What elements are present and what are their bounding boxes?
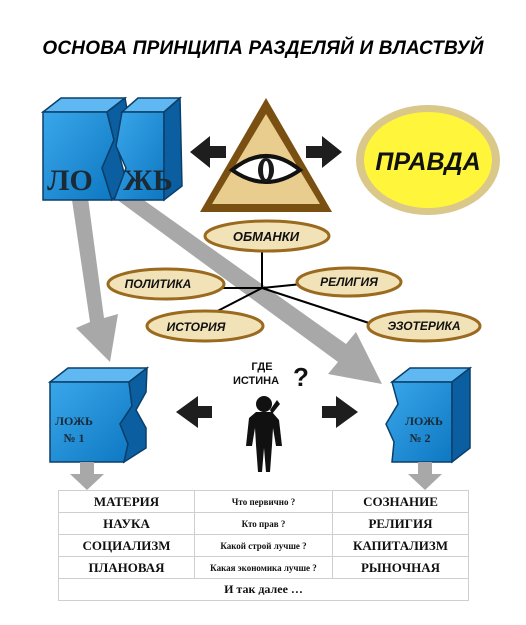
lie1-cube: ЛОЖЬ № 1 xyxy=(47,366,150,464)
oval-religion-label: РЕЛИГИЯ xyxy=(320,275,378,289)
oval-esoterics: ЭЗОТЕРИКА xyxy=(366,309,482,343)
table-row: НАУКА Кто прав ? РЕЛИГИЯ xyxy=(58,512,469,535)
deception-tree-lines xyxy=(203,248,373,325)
row-left: НАУКА xyxy=(58,512,195,535)
question-line1: ГДЕ xyxy=(251,361,272,373)
oval-history: ИСТОРИЯ xyxy=(145,309,265,343)
lie1-line1: ЛОЖЬ xyxy=(55,414,93,428)
row-question: Что первично ? xyxy=(194,490,333,513)
row-question: Какая экономика лучше ? xyxy=(194,556,333,579)
row-right: КАПИТАЛИЗМ xyxy=(332,534,469,557)
arrow-to-lie2-black xyxy=(322,396,358,428)
lie-right-text: ЖЬ xyxy=(123,164,173,197)
row-left: СОЦИАЛИЗМ xyxy=(58,534,195,557)
lie1-line2: № 1 xyxy=(63,431,84,445)
row-right: СОЗНАНИЕ xyxy=(332,490,469,513)
page-title: ОСНОВА ПРИНЦИПА РАЗДЕЛЯЙ И ВЛАСТВУЙ xyxy=(42,38,484,59)
arrow-to-lie1 xyxy=(72,198,118,362)
down-arrow-right xyxy=(408,462,442,490)
oval-politics: ПОЛИТИКА xyxy=(106,267,226,301)
arrow-to-lie1-black xyxy=(176,396,212,428)
table-footer: И так далее … xyxy=(58,578,469,601)
row-left: ПЛАНОВАЯ xyxy=(58,556,195,579)
row-question: Какой строй лучше ? xyxy=(194,534,333,557)
arrow-right-black xyxy=(306,136,342,168)
lie2-line2: № 2 xyxy=(409,431,430,445)
eye-pyramid xyxy=(200,98,332,212)
down-arrow-left xyxy=(70,462,104,490)
arrow-left-black xyxy=(190,136,226,168)
oval-history-label: ИСТОРИЯ xyxy=(167,320,226,334)
table-row: МАТЕРИЯ Что первично ? СОЗНАНИЕ xyxy=(58,490,469,513)
thinking-person-icon xyxy=(246,396,282,472)
lie2-line1: ЛОЖЬ xyxy=(405,414,443,428)
lie2-cube: ЛОЖЬ № 2 xyxy=(385,366,473,464)
truth-circle: ПРАВДА xyxy=(356,105,500,215)
table-footer-row: И так далее … xyxy=(58,578,469,601)
oval-politics-label: ПОЛИТИКА xyxy=(125,277,192,291)
question-mark: ? xyxy=(293,362,309,392)
lie-cube: ЛО ЖЬ xyxy=(40,96,183,202)
row-question: Кто прав ? xyxy=(194,512,333,535)
row-left: МАТЕРИЯ xyxy=(58,490,195,513)
oval-deceptions-label: ОБМАНКИ xyxy=(233,229,300,244)
row-right: РЕЛИГИЯ xyxy=(332,512,469,535)
table-row: СОЦИАЛИЗМ Какой строй лучше ? КАПИТАЛИЗМ xyxy=(58,534,469,557)
arrow-to-lie2 xyxy=(112,186,382,384)
oval-esoterics-label: ЭЗОТЕРИКА xyxy=(387,319,460,333)
split-arrows xyxy=(72,186,382,384)
truth-text: ПРАВДА xyxy=(375,148,480,176)
oval-deceptions: ОБМАНКИ xyxy=(203,219,331,253)
oval-religion: РЕЛИГИЯ xyxy=(295,266,403,298)
lie-left-text: ЛО xyxy=(47,164,93,197)
table-row: ПЛАНОВАЯ Какая экономика лучше ? РЫНОЧНА… xyxy=(58,556,469,579)
comparison-table: МАТЕРИЯ Что первично ? СОЗНАНИЕ НАУКА Кт… xyxy=(58,490,469,601)
question-block: ГДЕ ИСТИНА ? xyxy=(233,361,309,392)
question-line2: ИСТИНА xyxy=(233,375,279,387)
row-right: РЫНОЧНАЯ xyxy=(332,556,469,579)
